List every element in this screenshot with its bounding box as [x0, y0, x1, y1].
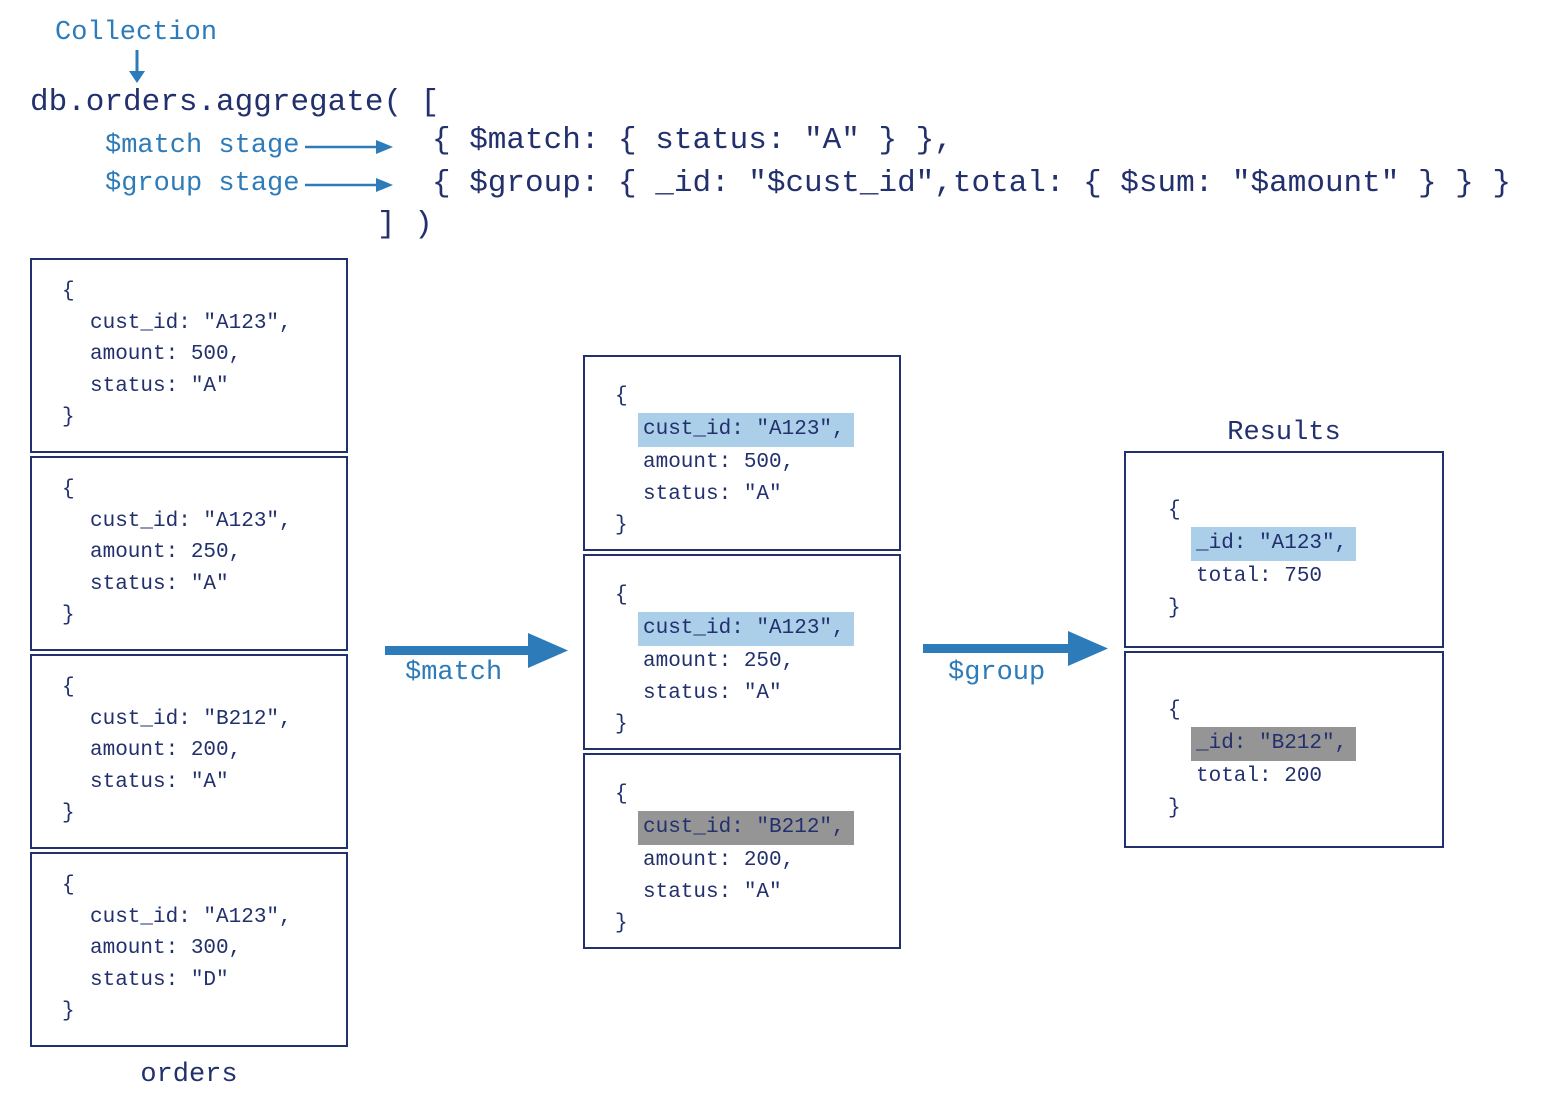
orders-doc-3: { cust_id: "B212", amount: 200, status: … [30, 654, 348, 849]
doc-field-amount: amount: 500, [90, 343, 242, 366]
doc-open-brace: { [62, 478, 75, 501]
group-stage-label: $group stage [105, 169, 300, 199]
doc-close-brace: } [615, 514, 628, 537]
results-box: { _id: "A123", total: 750 } { _id: "B212… [1124, 451, 1444, 848]
doc-field-amount: amount: 300, [90, 937, 242, 960]
match-arrow-icon [385, 633, 568, 668]
doc-open-brace: { [62, 676, 75, 699]
highlighted-cust-id: cust_id: "A123", [638, 611, 854, 646]
doc-field-amount: amount: 200, [643, 849, 795, 872]
doc-field-cust-id: cust_id: "A123", [90, 905, 292, 929]
aggregate-closing-line: ] ) [377, 207, 433, 242]
doc-field-total: total: 750 [1196, 565, 1323, 588]
doc-field-amount: amount: 200, [90, 739, 242, 762]
doc-field-amount: amount: 500, [643, 451, 795, 474]
doc-close-brace: } [1168, 596, 1181, 620]
doc-open-brace: { [1168, 499, 1181, 522]
doc-field-cust-id: cust_id: "A123", [90, 509, 292, 533]
match-stage-arrow-icon [305, 140, 393, 154]
doc-close-brace: } [62, 1000, 75, 1023]
match-code-line: { $match: { status: "A" } }, [432, 123, 953, 158]
matched-documents-box: { cust_id: "A123", amount: 500, status: … [583, 355, 901, 949]
doc-field-cust-id: cust_id: "A123", [90, 311, 292, 335]
doc-field-status: status: "A" [643, 880, 782, 904]
doc-field-status: status: "A" [90, 770, 229, 794]
doc-open-brace: { [62, 874, 75, 897]
match-stage-label: $match stage [105, 131, 300, 161]
doc-open-brace: { [1168, 699, 1181, 722]
doc-field-status: status: "A" [643, 482, 782, 506]
doc-field-status: status: "A" [90, 374, 229, 398]
orders-doc-4: { cust_id: "A123", amount: 300, status: … [30, 852, 348, 1047]
highlighted-id: _id: "B212", [1191, 726, 1357, 761]
highlighted-cust-id: cust_id: "B212", [638, 810, 854, 845]
doc-close-brace: } [1168, 796, 1181, 820]
orders-doc-2: { cust_id: "A123", amount: 250, status: … [30, 456, 348, 651]
doc-close-brace: } [62, 406, 75, 429]
results-title: Results [1227, 418, 1341, 448]
doc-field-status: status: "A" [643, 681, 782, 705]
highlighted-id: _id: "A123", [1191, 526, 1357, 561]
matched-doc-1: { cust_id: "A123", amount: 500, status: … [583, 355, 901, 551]
match-arrow-label: $match [405, 658, 503, 688]
orders-doc-1: { cust_id: "A123", amount: 500, status: … [30, 258, 348, 453]
doc-field-amount: amount: 250, [643, 650, 795, 673]
group-code-line: { $group: { _id: "$cust_id",total: { $su… [432, 166, 1511, 201]
doc-field-amount: amount: 250, [90, 541, 242, 564]
aggregate-code-line: db.orders.aggregate( [ [30, 85, 440, 120]
doc-field-status: status: "D" [90, 968, 229, 992]
result-doc-1: { _id: "A123", total: 750 } [1124, 451, 1444, 648]
doc-field-cust-id: cust_id: "B212", [90, 707, 292, 731]
collection-label: Collection [55, 18, 218, 48]
doc-open-brace: { [62, 280, 75, 303]
doc-open-brace: { [615, 385, 628, 408]
doc-close-brace: } [615, 912, 628, 935]
group-arrow-label: $group [948, 658, 1046, 688]
group-arrow-icon [923, 631, 1108, 666]
matched-doc-3: { cust_id: "B212", amount: 200, status: … [583, 753, 901, 949]
doc-field-total: total: 200 [1196, 765, 1323, 788]
doc-open-brace: { [615, 783, 628, 806]
doc-close-brace: } [62, 802, 75, 825]
doc-open-brace: { [615, 584, 628, 607]
orders-box-caption: orders [140, 1060, 238, 1090]
doc-field-status: status: "A" [90, 572, 229, 596]
group-stage-arrow-icon [305, 178, 393, 192]
result-doc-2: { _id: "B212", total: 200 } [1124, 651, 1444, 848]
orders-collection-box: { cust_id: "A123", amount: 500, status: … [30, 258, 348, 1047]
highlighted-cust-id: cust_id: "A123", [638, 412, 854, 447]
doc-close-brace: } [62, 604, 75, 627]
doc-close-brace: } [615, 713, 628, 736]
matched-doc-2: { cust_id: "A123", amount: 250, status: … [583, 554, 901, 750]
collection-pointer-down-icon [129, 50, 145, 83]
